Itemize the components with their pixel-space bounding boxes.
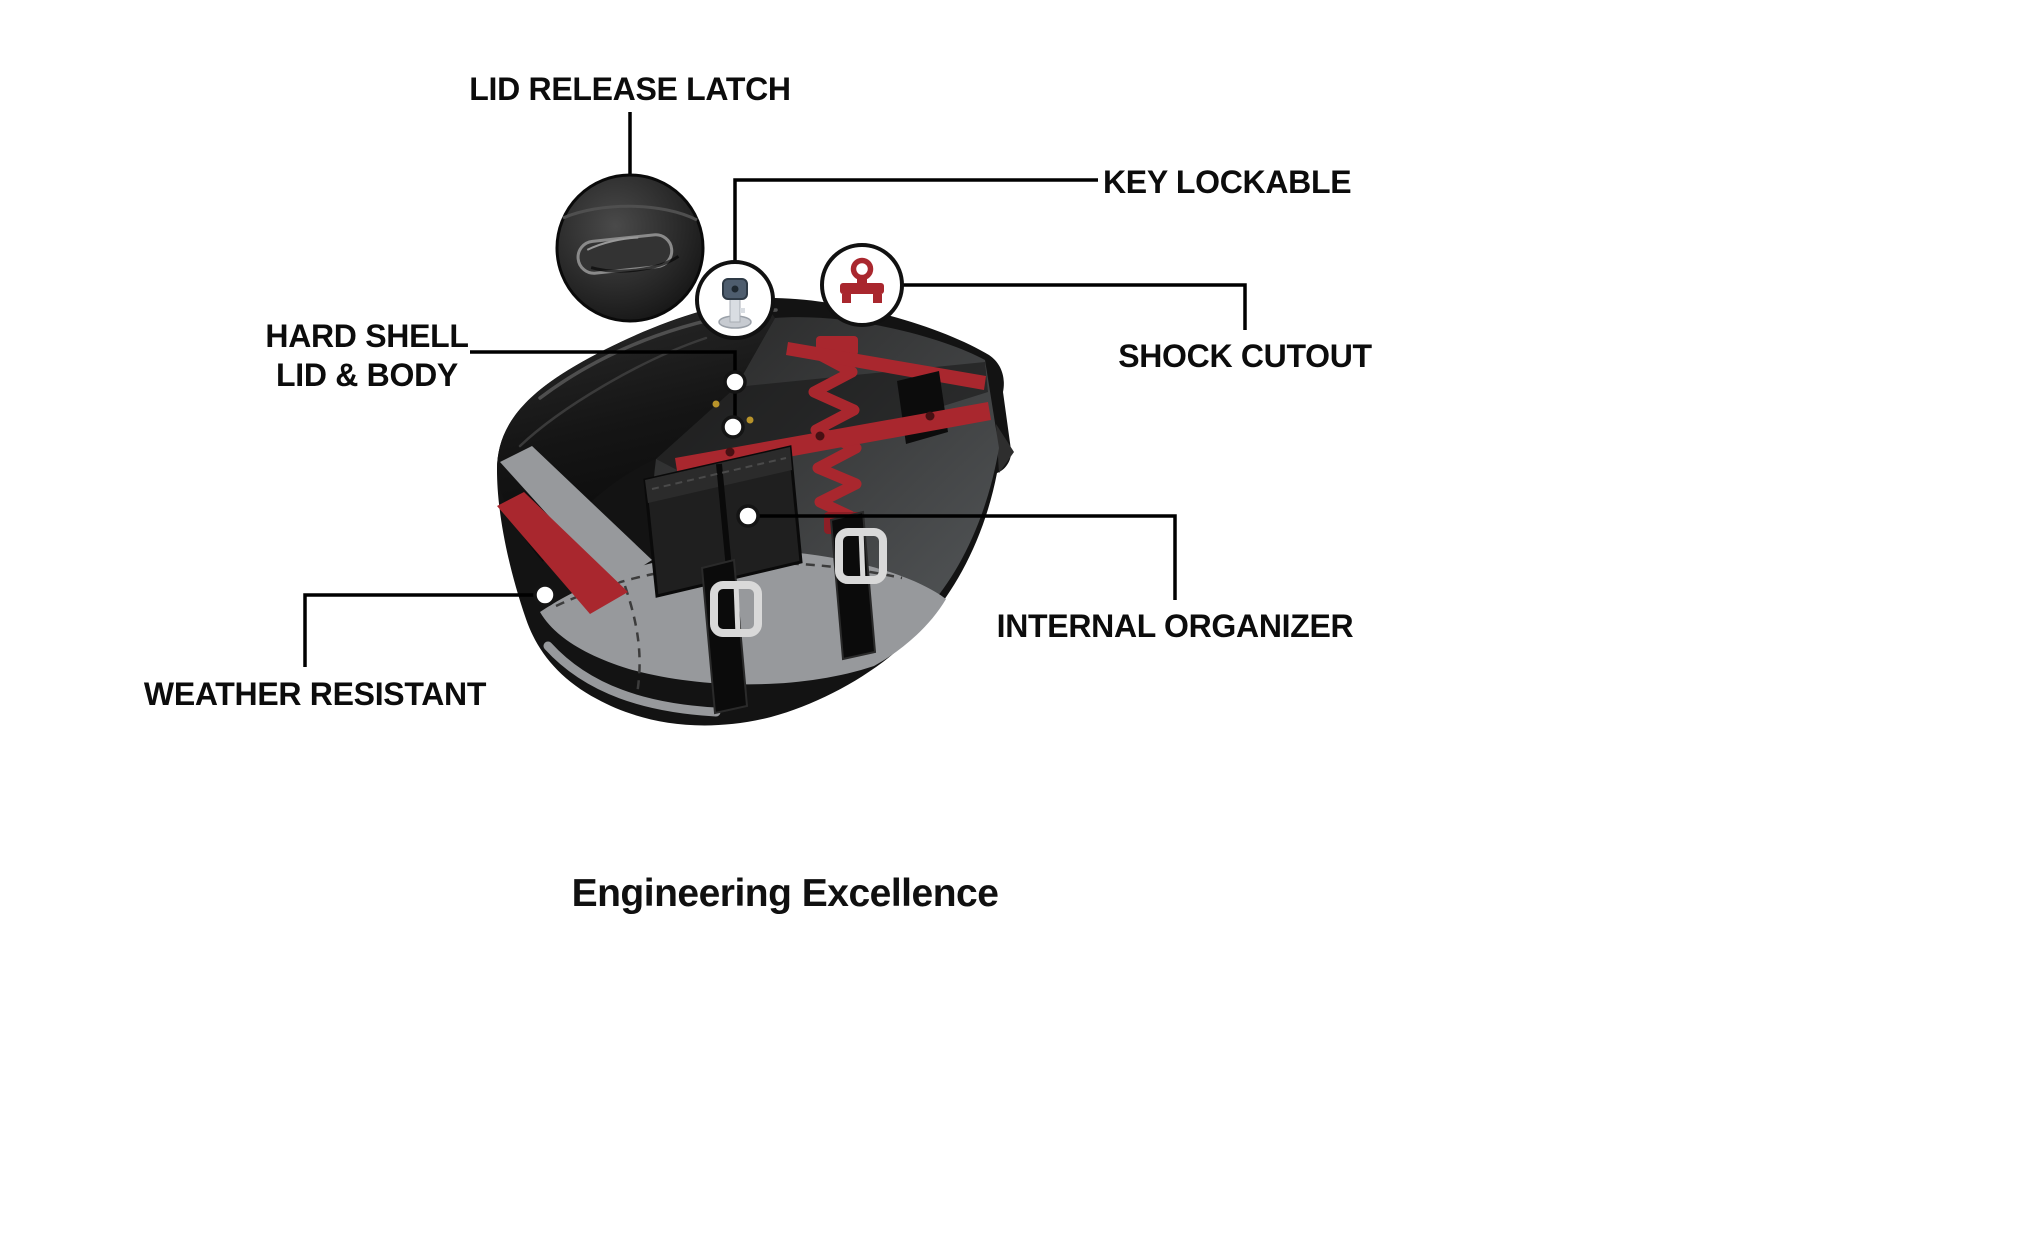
label-hard-shell-line2: LID & BODY	[276, 357, 458, 393]
label-key-lockable: KEY LOCKABLE	[1103, 164, 1352, 200]
latch-inset	[555, 173, 705, 323]
marker-dot-hard-shell-body	[721, 415, 745, 439]
diagram-title: Engineering Excellence	[571, 872, 999, 915]
bottom-trim	[543, 641, 721, 717]
connector-key-lockable	[733, 178, 1098, 262]
label-lid-release-latch: LID RELEASE LATCH	[469, 71, 791, 107]
accent-stripe-gray	[500, 446, 652, 586]
label-shock-cutout: SHOCK CUTOUT	[1118, 338, 1372, 374]
marker-dot-hard-shell-lid	[723, 370, 747, 394]
saddlebag-illustration	[497, 298, 1014, 726]
key-lockable-callout	[695, 260, 775, 340]
bag-right-tip	[996, 424, 1014, 473]
internal-organizer-pockets	[643, 445, 803, 598]
connector-hard-shell	[470, 350, 737, 427]
strap-left	[700, 558, 762, 715]
marker-dots	[533, 370, 760, 607]
label-weather-resistant: WEATHER RESISTANT	[143, 676, 487, 712]
lid-edge-highlight	[518, 336, 708, 448]
marker-dot-internal-organizer	[736, 504, 760, 528]
label-internal-organizer: INTERNAL ORGANIZER	[996, 608, 1354, 644]
marker-dot-weather-resistant	[533, 583, 557, 607]
label-hard-shell-lid-and-body: HARD SHELL LID & BODY	[265, 317, 469, 395]
accent-stripe-red	[497, 492, 628, 614]
strap-right	[829, 510, 887, 661]
lid-screw	[712, 400, 720, 408]
connector-internal-organizer	[748, 514, 1177, 600]
connector-weather-resistant	[303, 593, 545, 667]
connector-shock-cutout	[903, 283, 1247, 330]
stitch-line	[623, 585, 641, 701]
shock-cutout-callout	[820, 243, 904, 327]
latch-handle-icon	[576, 233, 680, 275]
label-hard-shell-line1: HARD SHELL	[265, 318, 469, 354]
connector-lines	[303, 112, 1247, 667]
key-icon	[718, 278, 752, 329]
lid-screw	[746, 416, 754, 424]
shock-mount-icon	[840, 257, 884, 303]
